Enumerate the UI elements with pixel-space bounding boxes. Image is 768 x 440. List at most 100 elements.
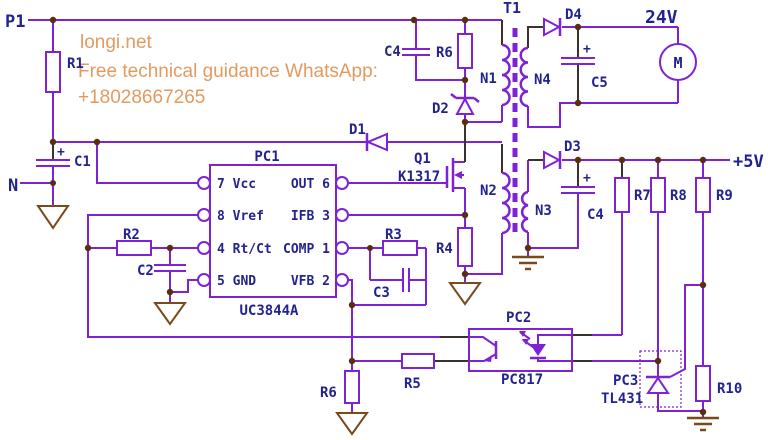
ic-pin-label-ifb: IFB 3 (291, 209, 330, 224)
label-n3: N3 (535, 203, 552, 219)
label-c4-secondary: C4 (587, 207, 604, 223)
resistor-r6-bottom (344, 370, 360, 404)
tl431-dotted-outline (639, 350, 682, 408)
capacitor-c1 (36, 159, 70, 167)
capacitors (36, 48, 595, 292)
label-n1: N1 (480, 71, 497, 87)
label-pc2: PC2 (506, 310, 531, 326)
zener-d2 (450, 93, 480, 115)
label-r2: R2 (123, 227, 140, 243)
ground-n3 (512, 255, 544, 271)
mosfet-arrow (454, 171, 462, 179)
ground-c2 (153, 302, 187, 326)
resistor-r7 (614, 177, 630, 213)
label-n2: N2 (480, 183, 497, 199)
ground-r4 (448, 282, 482, 306)
ic-pin-3 (335, 208, 349, 222)
diode-d3 (543, 150, 562, 170)
watermark: longi.net Free technical guidance WhatsA… (78, 32, 378, 108)
motor: M (659, 43, 697, 81)
diodes (365, 17, 562, 170)
label-r9: R9 (716, 188, 733, 204)
resistors (45, 33, 711, 404)
ic-pin-2 (335, 273, 349, 287)
junction-dots (49, 16, 707, 416)
ic-pin-label-rtct: 4 Rt/Ct (217, 242, 272, 257)
resistor-r5 (401, 353, 435, 369)
label-tl431: TL431 (601, 391, 643, 407)
ic-pin-label-vcc: 7 Vcc (217, 177, 256, 192)
ground-symbols (36, 205, 719, 436)
watermark-line3: +18028667265 (78, 87, 205, 108)
label-r3: R3 (385, 227, 402, 243)
net-label-p1: P1 (5, 12, 25, 32)
label-r10: R10 (717, 381, 742, 397)
optocoupler-body (468, 328, 573, 372)
watermark-line2: Free technical guidance WhatsApp: (78, 61, 378, 82)
label-r4: R4 (436, 241, 453, 257)
watermark-line1: longi.net (80, 32, 153, 53)
ic-pin-8 (197, 208, 211, 222)
ground-r10 (687, 416, 719, 432)
ic-pin-1 (335, 241, 349, 255)
label-c3: C3 (373, 285, 390, 301)
label-pc1: PC1 (254, 149, 279, 165)
plus-c4-secondary: + (583, 171, 591, 186)
led-leads (537, 334, 572, 362)
label-c1: C1 (74, 154, 91, 170)
label-d1: D1 (349, 122, 366, 138)
ic-body (209, 164, 337, 298)
label-d3: D3 (564, 139, 581, 155)
led-light-arrowhead-2 (522, 339, 529, 345)
ic-pin-label-vref: 8 Vref (217, 209, 264, 224)
label-n4: N4 (534, 72, 551, 88)
ic-pin-label-comp: COMP 1 (283, 242, 330, 257)
label-r6-top: R6 (436, 45, 453, 61)
resistor-r3 (382, 240, 418, 256)
capacitor-c4-secondary (561, 186, 595, 194)
capacitor-c4-primary (402, 48, 430, 56)
ic-pc1-uc3844a: 7 Vcc 8 Vref 4 Rt/Ct 5 GND OUT 6 IFB 3 C… (197, 164, 349, 298)
ic-pin-label-out: OUT 6 (291, 177, 330, 192)
label-pc3: PC3 (613, 373, 638, 389)
led-triangle (530, 344, 546, 356)
label-c5: C5 (591, 75, 608, 91)
winding-n3 (520, 190, 529, 234)
capacitor-c2 (154, 264, 186, 272)
ic-pin-7 (197, 176, 211, 190)
resistor-r9 (695, 177, 711, 213)
motor-label: M (673, 54, 682, 72)
resistor-r6-top (457, 33, 473, 69)
led-light-arrowhead-1 (519, 331, 526, 337)
label-k1317: K1317 (398, 169, 440, 185)
ground-c1 (36, 205, 70, 230)
label-c2: C2 (137, 263, 154, 279)
ground-r6-bottom (335, 412, 369, 436)
label-c4-primary: C4 (384, 44, 401, 60)
plus-c1: + (57, 145, 65, 160)
winding-n4 (519, 46, 529, 108)
shunt-regulator-pc3 (639, 350, 682, 408)
resistor-r1 (45, 51, 61, 93)
diode-d4 (543, 17, 562, 37)
optocoupler-pc2 (468, 328, 573, 372)
capacitor-c3 (402, 268, 410, 292)
transformer-ref-label: T1 (503, 0, 521, 17)
label-pc817: PC817 (501, 372, 543, 388)
label-r5: R5 (404, 376, 421, 392)
label-r1: R1 (67, 56, 84, 72)
diode-d1 (365, 132, 388, 152)
label-uc3844a: UC3844A (239, 303, 299, 319)
net-label-n: N (8, 176, 18, 196)
phototransistor-collector (469, 336, 497, 347)
label-d4: D4 (565, 7, 582, 23)
label-q1: Q1 (414, 151, 431, 167)
resistor-r4 (457, 227, 473, 267)
ic-pin-label-vfb: VFB 2 (291, 274, 330, 289)
net-label-5v: +5V (733, 152, 764, 172)
label-d2: D2 (432, 101, 449, 117)
resistor-r2 (116, 240, 152, 256)
mosfet-q1 (445, 158, 462, 192)
